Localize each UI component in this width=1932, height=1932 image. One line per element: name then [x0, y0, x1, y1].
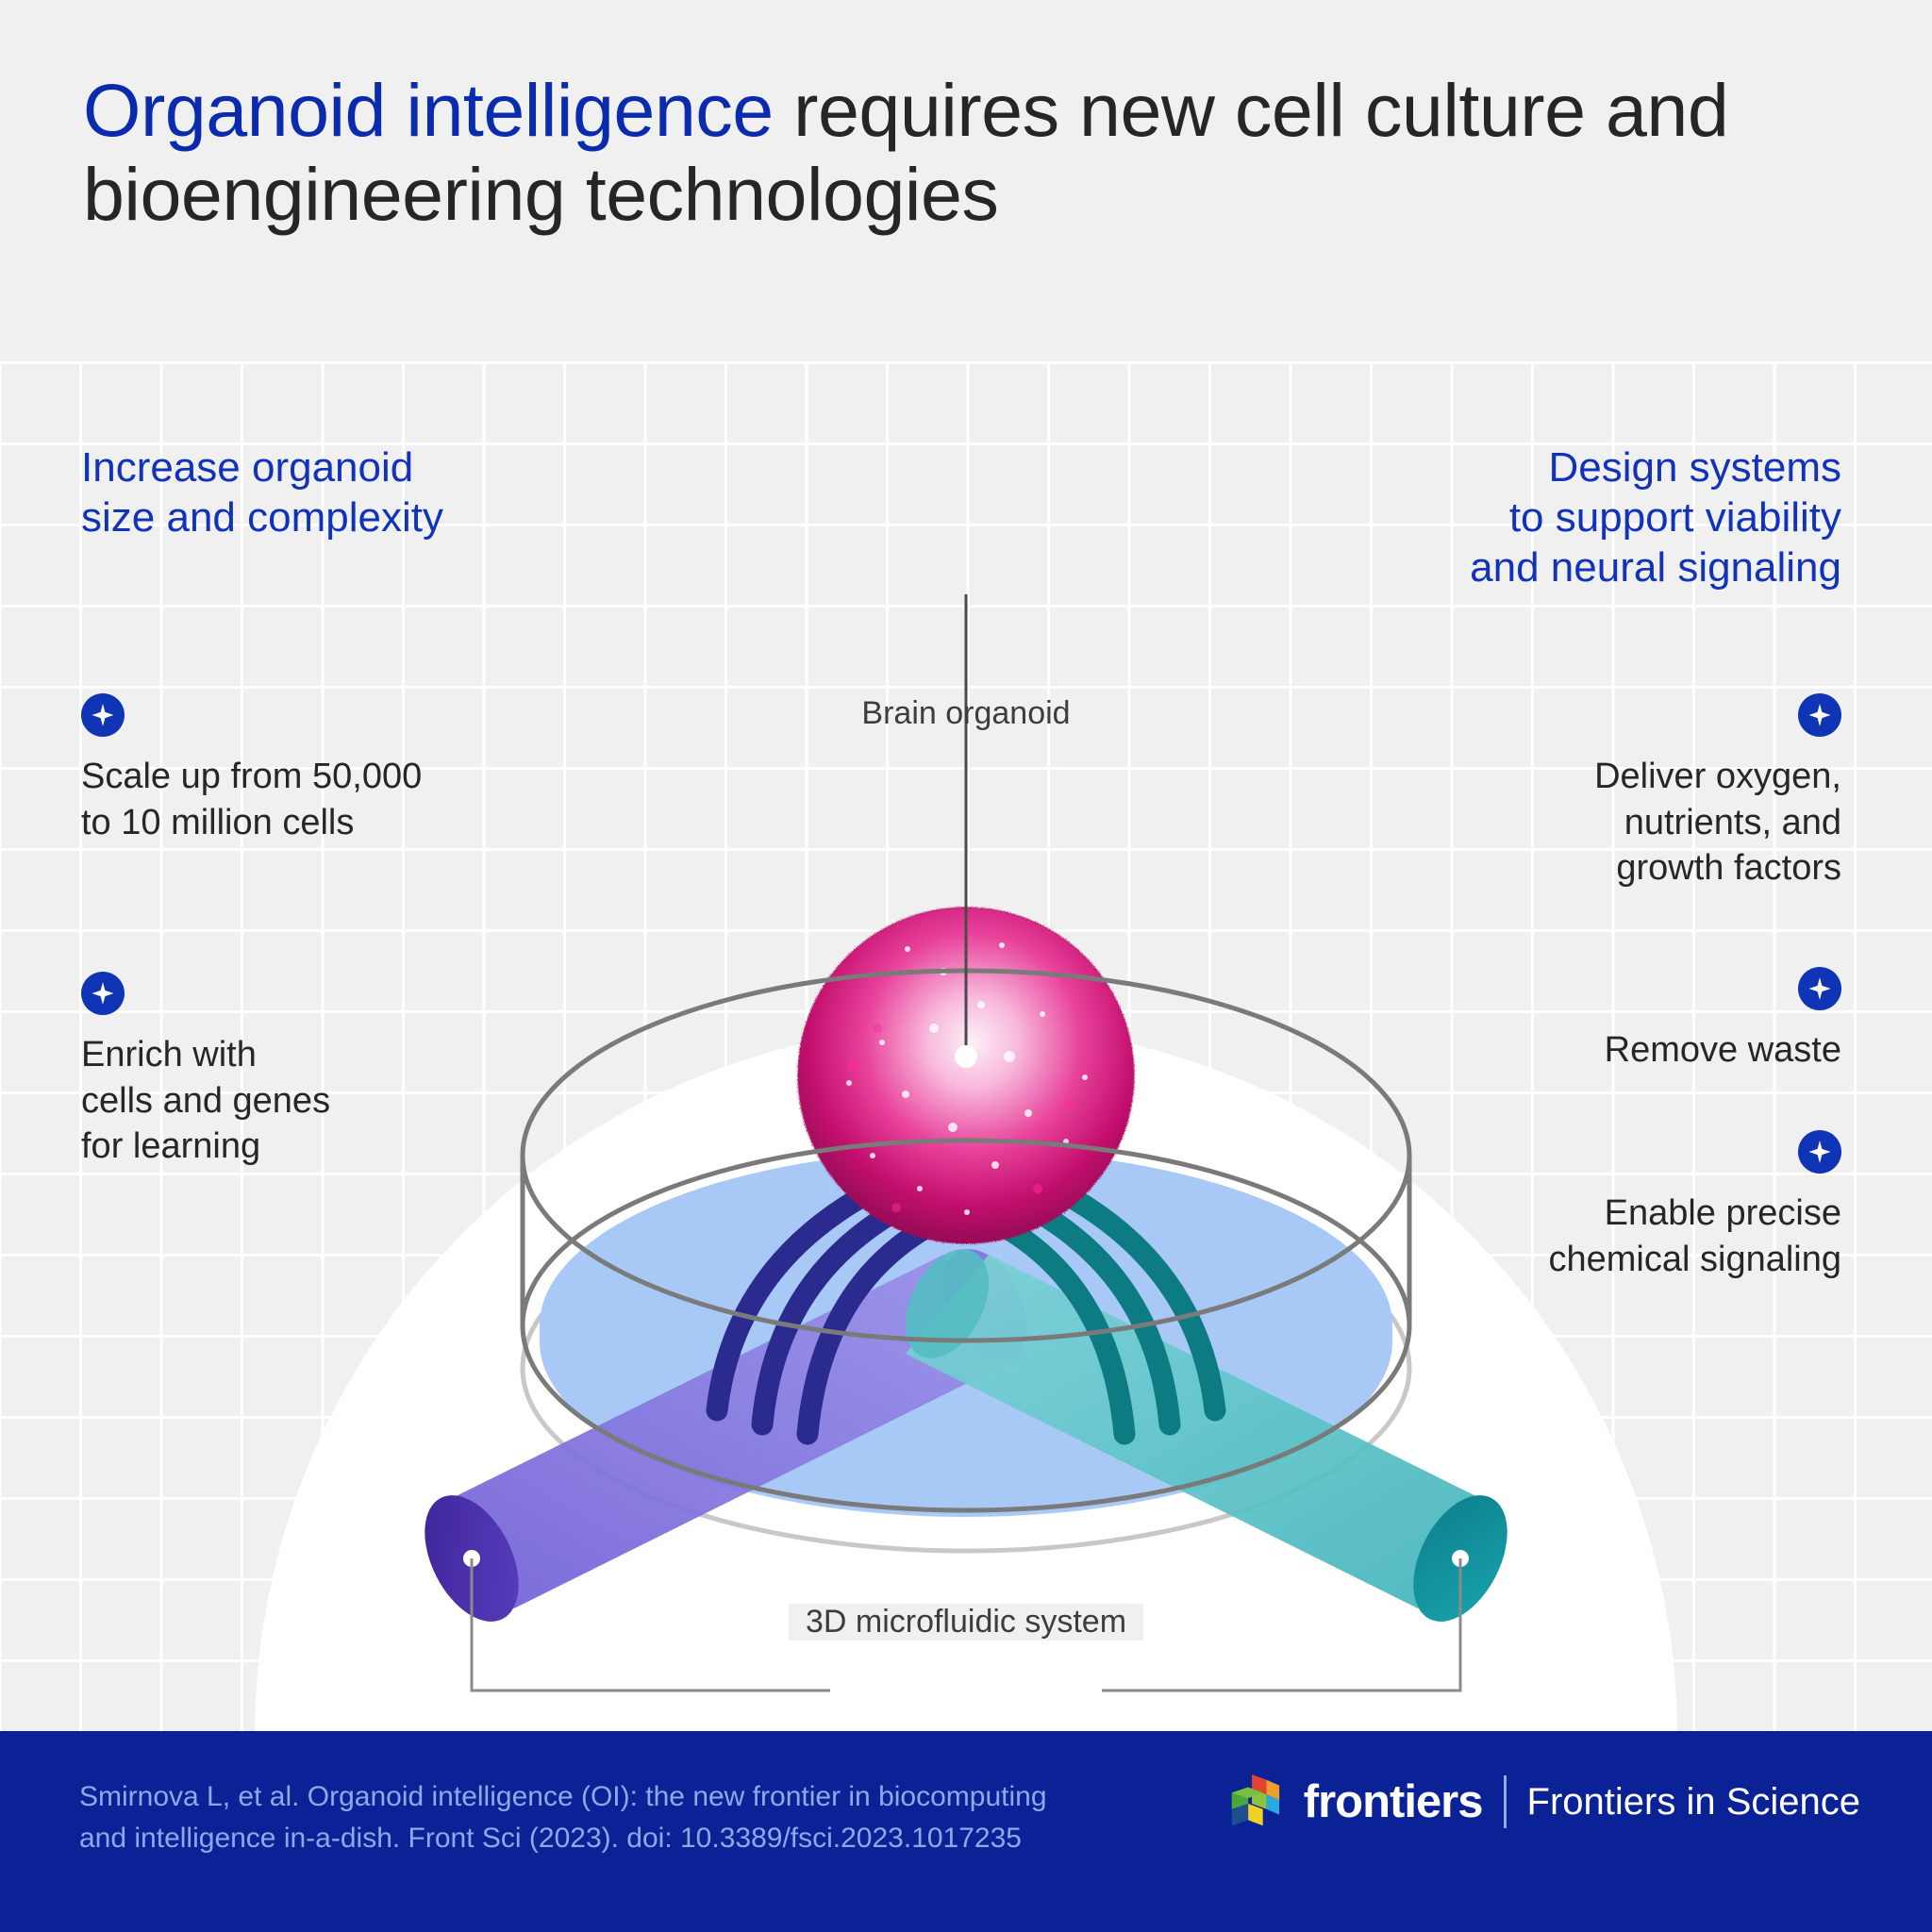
leader-microfluidic: [470, 1558, 1462, 1692]
title-rest: requires new cell culture and bioenginee…: [83, 68, 1729, 237]
right-bullet-2: Remove waste: [1313, 967, 1841, 1074]
left-bullet-2-text: Enrich with cells and genes for learning: [81, 1035, 331, 1167]
left-bullet-1: Scale up from 50,000 to 10 million cells: [81, 693, 609, 845]
page-title: Organoid intelligence requires new cell …: [83, 68, 1800, 237]
brand-divider: [1503, 1775, 1507, 1828]
sparkle-icon: [81, 972, 125, 1015]
right-column-heading: Design systems to support viability and …: [1470, 444, 1841, 591]
organoid-illustration: [255, 594, 1677, 1736]
frontiers-cubes-logo: [1231, 1774, 1279, 1826]
right-bullet-3-text: Enable precise chemical signaling: [1548, 1193, 1842, 1279]
left-bullet-2: Enrich with cells and genes for learning: [81, 972, 609, 1170]
title-highlight: Organoid intelligence: [83, 68, 774, 152]
brand-subtitle: Frontiers in Science: [1526, 1780, 1860, 1823]
label-microfluidic-system: 3D microfluidic system: [788, 1604, 1144, 1641]
right-bullet-2-text: Remove waste: [1604, 1030, 1841, 1070]
sparkle-icon: [1798, 693, 1841, 737]
sparkle-icon: [81, 693, 125, 737]
brand-lockup: frontiers Frontiers in Science: [1224, 1773, 1860, 1831]
citation-text: Smirnova L, et al. Organoid intelligence…: [79, 1781, 1047, 1854]
tendrils-left: [706, 1182, 940, 1445]
left-column-heading: Increase organoid size and complexity: [81, 444, 443, 541]
brand-wordmark: frontiers: [1303, 1776, 1484, 1827]
right-bullet-3: Enable precise chemical signaling: [1313, 1130, 1841, 1282]
right-bullet-1-text: Deliver oxygen, nutrients, and growth fa…: [1594, 757, 1841, 889]
tendrils-right: [992, 1182, 1226, 1445]
sparkle-icon: [1798, 1130, 1841, 1174]
brain-organoid: [797, 907, 1135, 1244]
label-brain-organoid: Brain organoid: [861, 695, 1071, 731]
right-bullet-1: Deliver oxygen, nutrients, and growth fa…: [1313, 693, 1841, 891]
sparkle-icon: [1798, 967, 1841, 1010]
left-bullet-1-text: Scale up from 50,000 to 10 million cells: [81, 757, 423, 842]
footer-band: Smirnova L, et al. Organoid intelligence…: [0, 1731, 1932, 1932]
